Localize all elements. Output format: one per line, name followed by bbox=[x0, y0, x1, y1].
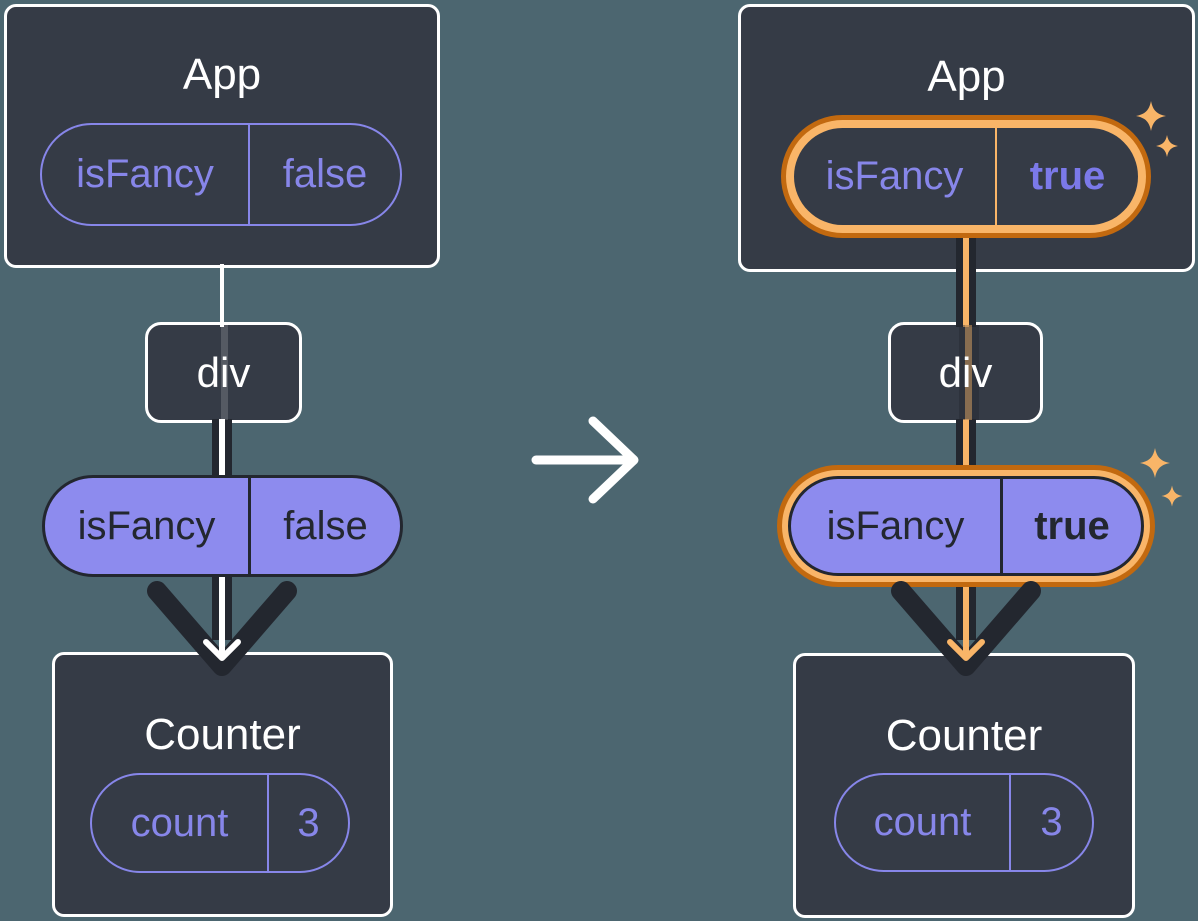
state-pill-counter-before: count 3 bbox=[90, 773, 350, 873]
prop-pill-before: isFancy false bbox=[42, 475, 403, 577]
muted-state-line-highlight bbox=[965, 325, 972, 420]
component-title: div bbox=[196, 348, 251, 396]
component-title: div bbox=[938, 348, 993, 396]
state-value: 3 bbox=[297, 800, 320, 845]
component-title: Counter bbox=[144, 710, 301, 759]
state-name: isFancy bbox=[794, 128, 997, 225]
prop-name: isFancy bbox=[791, 479, 1003, 573]
state-pill-app-after-highlighted: isFancy true bbox=[781, 115, 1151, 238]
highlight-ring: isFancy true bbox=[782, 470, 1150, 582]
prop-value: false bbox=[283, 503, 368, 548]
component-title: Counter bbox=[885, 711, 1043, 760]
component-card-div-before: div bbox=[145, 322, 302, 423]
component-title: App bbox=[927, 52, 1006, 101]
state-name: count bbox=[92, 775, 269, 871]
state-name: count bbox=[836, 775, 1011, 870]
prop-pill-after-highlighted: isFancy true bbox=[777, 465, 1155, 587]
state-value: false bbox=[282, 152, 368, 196]
prop-value: true bbox=[1034, 503, 1110, 548]
highlight-ring: isFancy true bbox=[786, 120, 1146, 233]
component-title: App bbox=[182, 50, 262, 99]
muted-state-line bbox=[221, 325, 228, 420]
state-value: true bbox=[1029, 154, 1106, 198]
prop-name: isFancy bbox=[45, 478, 251, 574]
component-card-div-after: div bbox=[888, 322, 1043, 423]
state-value: 3 bbox=[1040, 800, 1063, 844]
state-pill-app-before: isFancy false bbox=[40, 123, 402, 226]
muted-state-line bbox=[959, 325, 979, 420]
arrow-right-icon bbox=[531, 416, 639, 504]
state-pill-counter-after: count 3 bbox=[834, 773, 1094, 872]
state-name: isFancy bbox=[42, 125, 250, 224]
